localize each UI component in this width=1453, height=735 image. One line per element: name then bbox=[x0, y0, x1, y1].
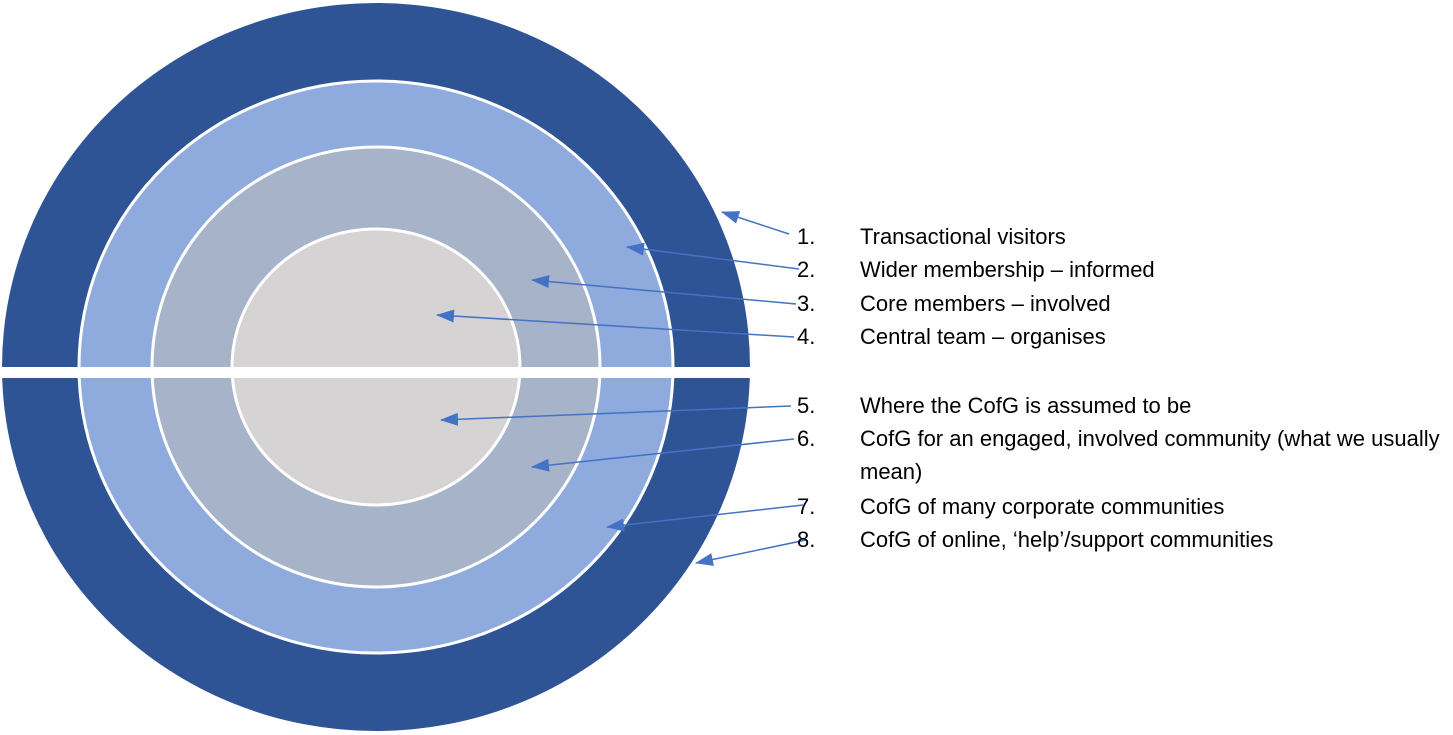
legend-item-number: 8. bbox=[797, 527, 816, 552]
legend-item-label: Where the CofG is assumed to be bbox=[860, 393, 1192, 418]
legend-item-1: 1. Transactional visitors bbox=[797, 220, 1066, 253]
legend-item-number: 3. bbox=[797, 291, 816, 316]
legend-item-label: Wider membership – informed bbox=[860, 257, 1155, 282]
arrow-5-cofg-assumed bbox=[440, 405, 792, 426]
arrow-2-wider-membership bbox=[626, 242, 800, 270]
legend-item-number: 4. bbox=[797, 324, 816, 349]
legend-item-3: 3. Core members – involved bbox=[797, 287, 1111, 320]
legend-item-6: 6. CofG for an engaged, involved communi… bbox=[797, 422, 1445, 488]
arrow-3-core-members bbox=[531, 275, 797, 305]
arrow-7-cofg-corporate bbox=[606, 504, 804, 532]
legend-item-number: 6. bbox=[797, 426, 816, 451]
legend-item-number: 7. bbox=[797, 494, 816, 519]
legend-item-7: 7. CofG of many corporate communities bbox=[797, 490, 1224, 523]
legend-item-label: Central team – organises bbox=[860, 324, 1106, 349]
legend-item-number: 2. bbox=[797, 257, 816, 282]
legend-item-8: 8. CofG of online, ‘help’/support commun… bbox=[797, 523, 1273, 556]
legend-item-label: CofG of many corporate communities bbox=[860, 494, 1225, 519]
legend-item-number: 5. bbox=[797, 393, 816, 418]
legend-item-label: Transactional visitors bbox=[860, 224, 1066, 249]
legend-item-label: Core members – involved bbox=[860, 291, 1111, 316]
legend-item-5: 5. Where the CofG is assumed to be bbox=[797, 389, 1191, 422]
legend-item-label: CofG of online, ‘help’/support communiti… bbox=[860, 527, 1274, 552]
arrow-4-central-team bbox=[436, 309, 795, 338]
horizontal-divider bbox=[0, 367, 780, 378]
legend-item-2: 2. Wider membership – informed bbox=[797, 253, 1155, 286]
legend-item-4: 4. Central team – organises bbox=[797, 320, 1106, 353]
arrow-8-cofg-online bbox=[695, 539, 807, 566]
arrow-1-transactional-visitors bbox=[721, 211, 790, 235]
legend-item-number: 1. bbox=[797, 224, 816, 249]
arrow-6-cofg-engaged bbox=[531, 438, 795, 472]
legend-item-label: CofG for an engaged, involved community … bbox=[860, 426, 1440, 484]
